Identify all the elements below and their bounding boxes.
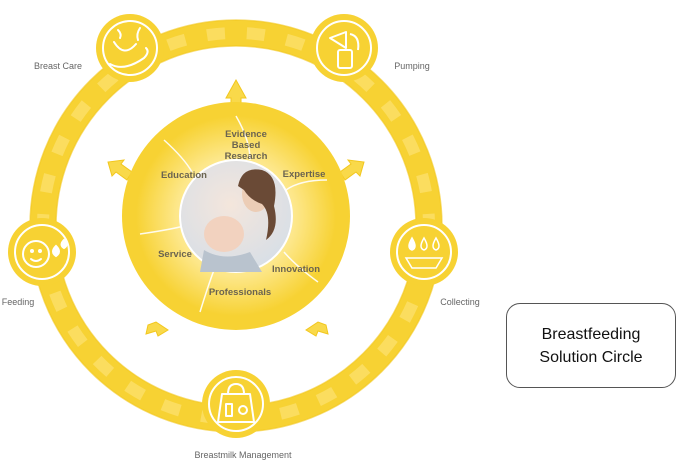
solution-circle-title-box: Breastfeeding Solution Circle bbox=[506, 303, 676, 388]
node-label-collecting: Collecting bbox=[440, 297, 480, 307]
node-pumping[interactable]: Pumping bbox=[310, 14, 430, 82]
segment-innovation: Innovation bbox=[272, 264, 320, 275]
solution-title-line2: Solution Circle bbox=[539, 348, 643, 366]
segment-education: Education bbox=[161, 170, 207, 181]
solution-title-line1: Breastfeeding bbox=[541, 325, 641, 343]
baby-clothes bbox=[200, 250, 262, 272]
segment-evidence-line1: Evidence bbox=[225, 129, 267, 140]
arrow-lower-left bbox=[145, 321, 169, 337]
segment-professionals: Professionals bbox=[209, 287, 271, 298]
breast-pump-icon bbox=[329, 31, 360, 69]
node-feeding[interactable]: Feeding bbox=[2, 218, 76, 307]
arrow-lower-right bbox=[305, 321, 329, 337]
baby-face-icon bbox=[22, 238, 68, 268]
cooler-bag-icon bbox=[217, 383, 255, 423]
segment-evidence-line3: Research bbox=[225, 151, 268, 162]
node-label-breast-care: Breast Care bbox=[34, 61, 82, 71]
arrow-upper-right bbox=[339, 159, 365, 181]
node-management[interactable]: Breastmilk Management bbox=[194, 370, 292, 460]
baby-face bbox=[204, 216, 244, 252]
segment-labels: Evidence Based Research Expertise Innova… bbox=[158, 129, 325, 298]
milk-drops-icon bbox=[404, 236, 444, 269]
segment-service: Service bbox=[158, 249, 192, 260]
node-collecting[interactable]: Collecting bbox=[390, 218, 480, 307]
node-label-pumping: Pumping bbox=[394, 61, 430, 71]
inner-circle bbox=[122, 102, 350, 330]
node-label-management: Breastmilk Management bbox=[194, 450, 292, 460]
solution-circle-title: Breastfeeding Solution Circle bbox=[539, 323, 642, 369]
breast-care-icon bbox=[109, 27, 149, 68]
node-label-feeding: Feeding bbox=[2, 297, 35, 307]
segment-evidence-line2: Based bbox=[232, 140, 261, 151]
segment-expertise: Expertise bbox=[283, 169, 326, 180]
node-breast-care[interactable]: Breast Care bbox=[34, 14, 164, 82]
mother-hair bbox=[238, 169, 276, 240]
arrow-upper-left bbox=[107, 159, 133, 181]
